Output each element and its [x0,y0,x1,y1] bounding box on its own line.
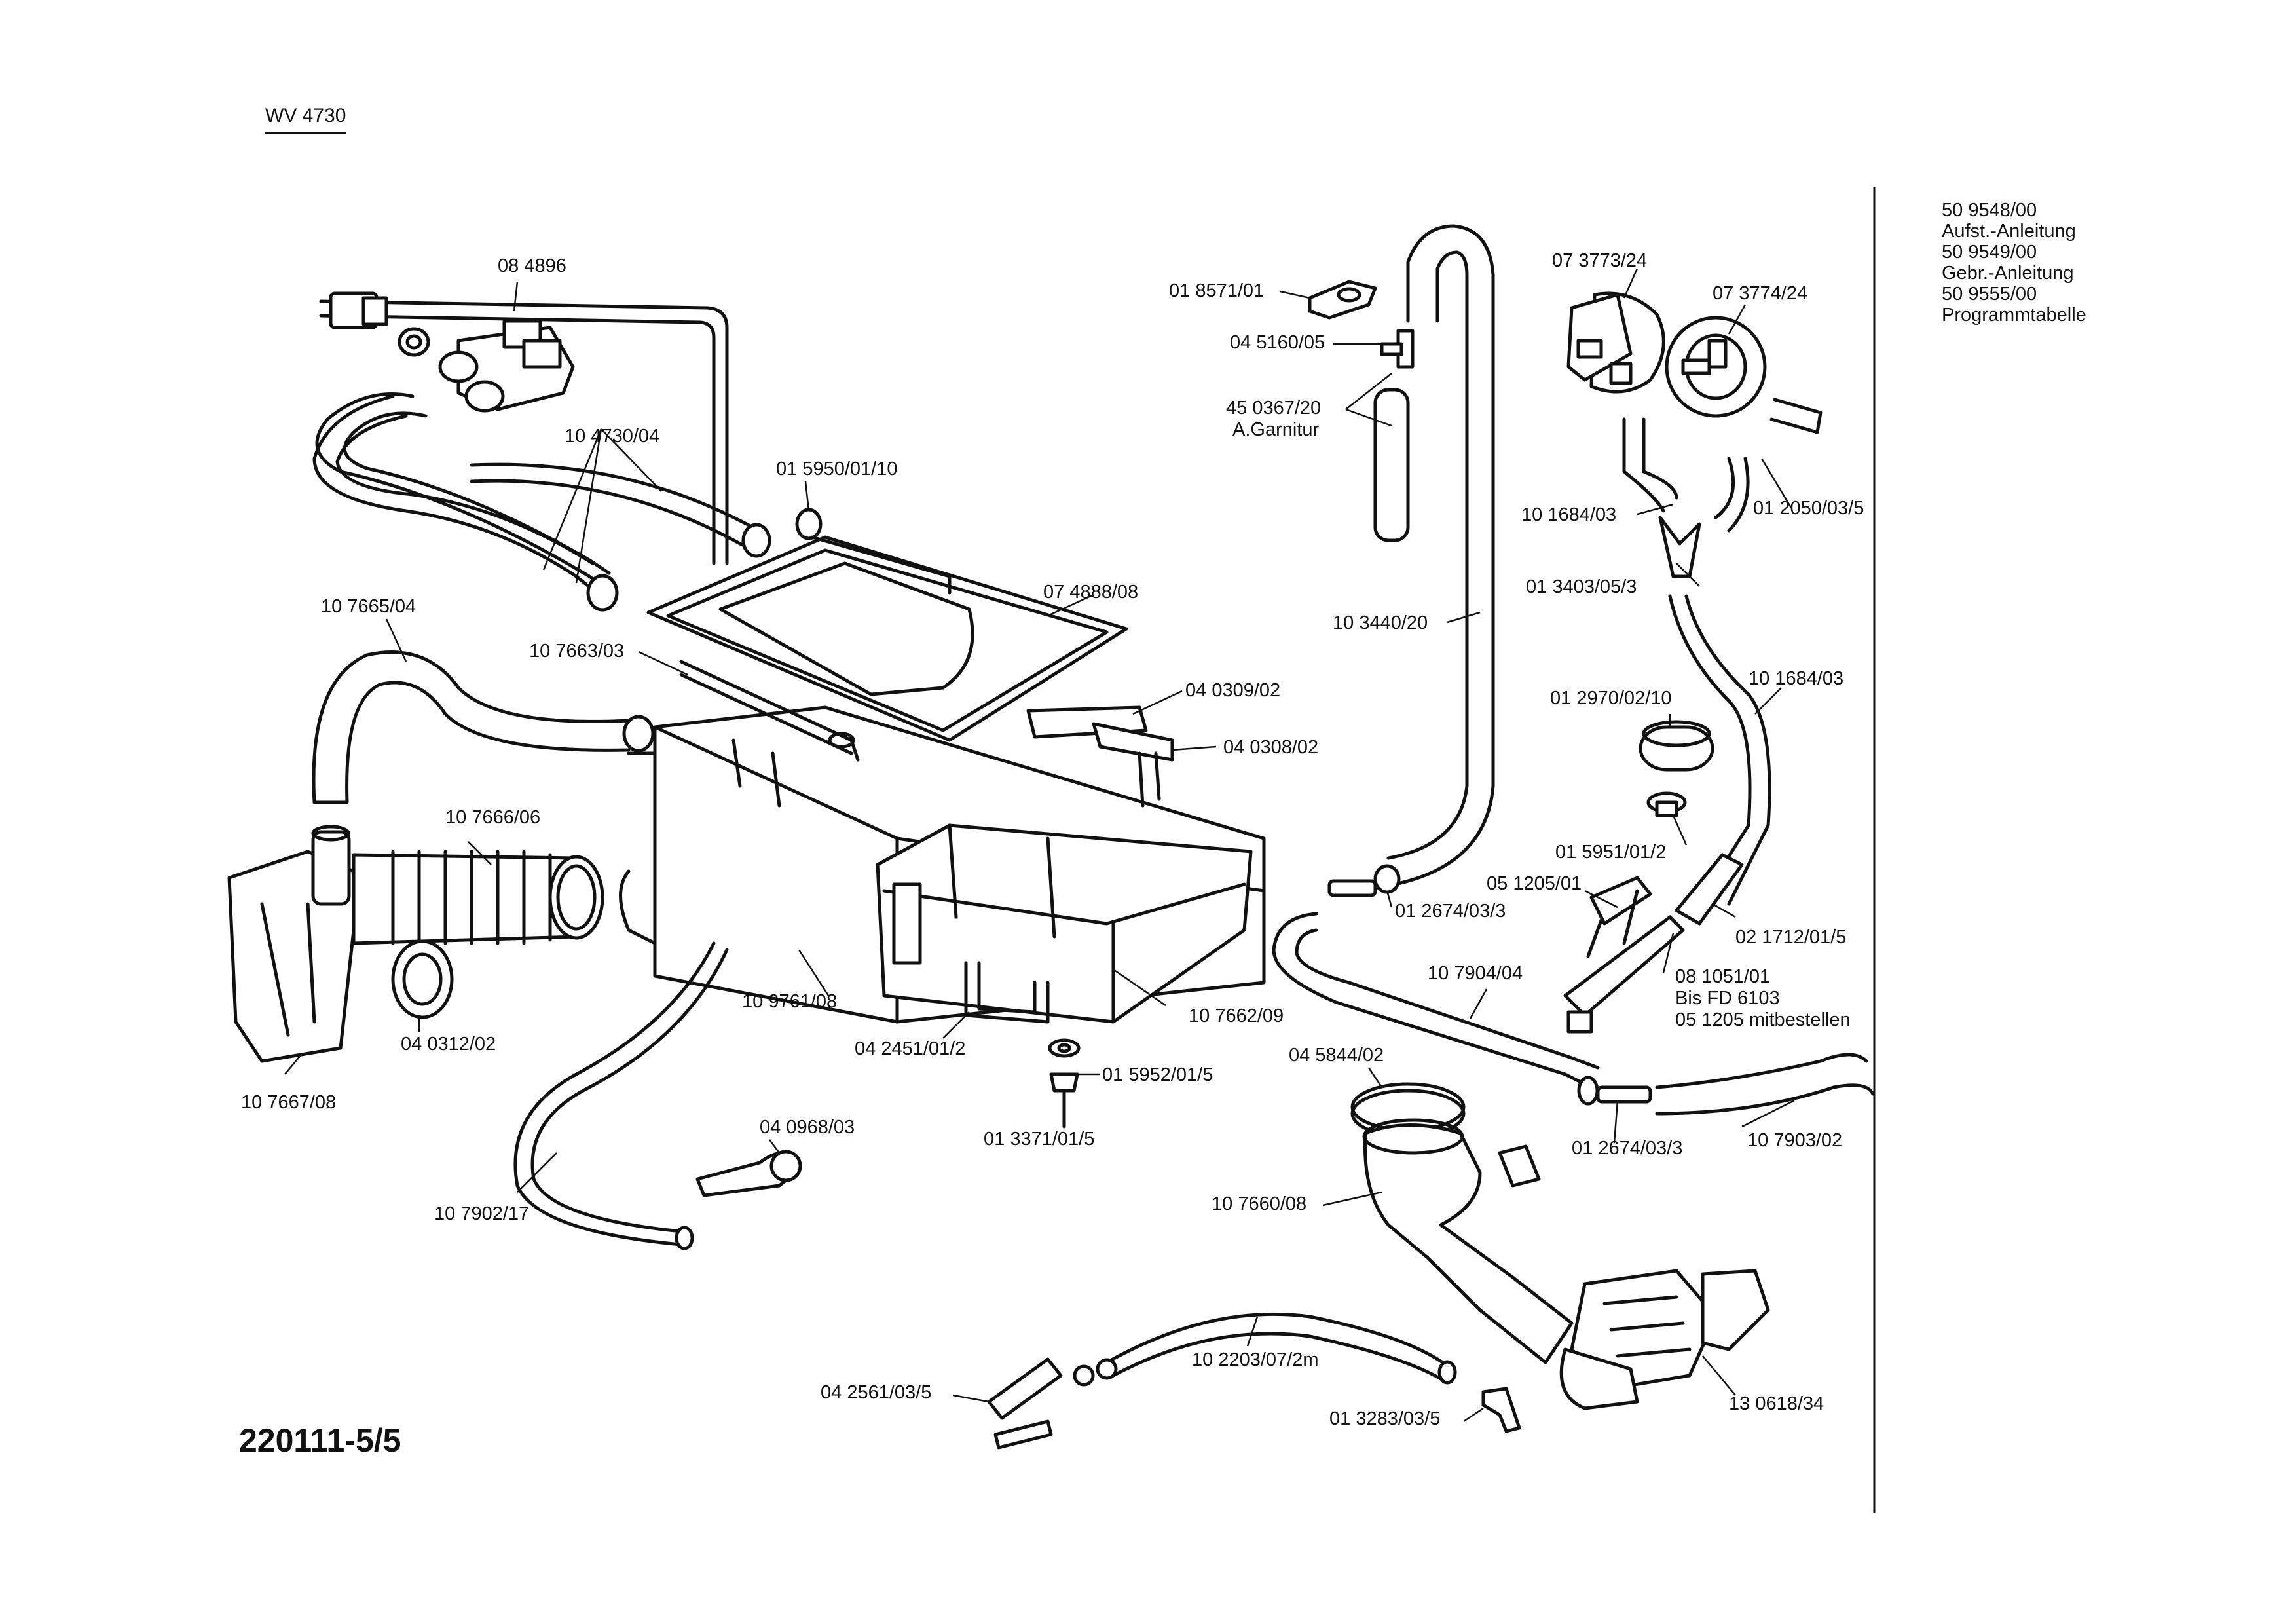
part-label: 01 2970/02/10 [1550,688,1672,709]
part-label: 01 5950/01/10 [776,459,898,479]
part-label: 10 7667/08 [241,1092,337,1113]
doc-part-number: 50 9555/00 [1942,284,2037,305]
part-label: 10 9761/08 [742,991,838,1012]
holder-018571 [1308,280,1377,320]
part-label: 07 3774/24 [1713,283,1808,304]
hose-107902 [513,941,729,1250]
part-label: 04 2561/03/5 [821,1382,932,1403]
part-label: 04 5844/02 [1289,1045,1384,1066]
hose-042451 [964,961,1050,1024]
cap-015950 [795,508,823,540]
part-label: 10 3440/20 [1333,612,1428,633]
leader-lines [284,268,1795,1423]
part-label: 10 7666/06 [445,807,541,828]
part-label: A.Garnitur [1232,419,1320,440]
hose-450367 [1373,388,1410,542]
solenoid-valve-084896 [398,319,575,413]
hose-042561 [987,1357,1095,1450]
part-label: 10 7904/04 [1428,963,1523,984]
part-label: 05 1205/01 [1487,873,1582,894]
part-label: 01 3371/01/5 [984,1129,1095,1150]
document-number: 220111-5/5 [239,1422,401,1459]
drain-pump-130618 [1559,1269,1770,1410]
part-label: Bis FD 6103 [1675,988,1780,1009]
elbow-040968 [695,1150,802,1197]
part-label: 01 3283/03/5 [1329,1408,1441,1429]
hoses-101684 [1622,417,1771,906]
water-inlet-pipe [319,291,729,565]
part-label: 10 2203/07/2m [1192,1349,1319,1370]
screw-013371 [1048,1038,1081,1129]
pressure-switch-073774 [1665,316,1767,418]
y-piece-013403 [1658,516,1701,578]
part-label: 10 4730/04 [565,426,660,447]
elbow-013283 [1481,1387,1521,1433]
part-label: 05 1205 mitbestellen [1675,1009,1851,1030]
doc-description: Aufst.-Anleitung [1942,221,2076,242]
part-label: 10 7663/03 [529,641,625,662]
sump-hose-107660 [1362,1118,1574,1364]
hose-107904 [1272,912,1600,1089]
doc-description: Gebr.-Anleitung [1942,263,2074,284]
part-label: 01 2674/03/3 [1395,901,1506,922]
sensor-081051 [1563,915,1685,1034]
damper-012970 [1639,720,1714,772]
hose-021712 [1675,853,1744,926]
part-label: 10 1684/03 [1749,668,1844,689]
part-label: 10 7665/04 [321,596,417,617]
tee-045160 [1380,329,1415,369]
doc-part-number: 50 9548/00 [1942,200,2037,221]
elbow-107667 [227,825,356,1063]
part-label: 01 2050/03/5 [1753,498,1864,519]
part-label: 07 3773/24 [1552,250,1648,271]
dispenser-drawer-107662 [876,823,1253,1024]
seal-ring-040312 [391,939,454,1019]
part-label: 07 4888/08 [1043,582,1139,603]
connector-012674b [1577,1076,1652,1106]
part-label: 10 1684/03 [1521,504,1617,525]
hose-107665 [312,650,655,804]
doc-part-number: 50 9549/00 [1942,242,2037,263]
part-label: 01 8571/01 [1169,280,1265,301]
hoses-104730 [312,392,771,612]
part-label: 08 1051/01 [1675,966,1771,987]
part-label: 04 0312/02 [401,1034,496,1055]
side-document-list: 50 9548/00 Aufst.-Anleitung 50 9549/00 G… [1942,200,2086,326]
part-label: 10 7903/02 [1747,1130,1843,1151]
hose-102203 [1096,1312,1457,1385]
part-label: 04 2451/01/2 [855,1038,966,1059]
part-label: 08 4896 [498,255,566,276]
part-label: 13 0618/34 [1729,1393,1824,1414]
hose-107903 [1655,1053,1875,1116]
part-label: 10 7902/17 [434,1203,530,1224]
part-label: 04 0968/03 [760,1117,855,1138]
hose-103440 [1386,224,1495,886]
part-label: 45 0367/20 [1226,398,1322,419]
part-label: 01 3403/05/3 [1526,576,1637,597]
clamp-051205 [1586,876,1652,958]
part-label: 04 5160/05 [1230,332,1325,353]
clip-012050 [1769,398,1823,434]
part-label: 10 7660/08 [1212,1193,1307,1214]
drawer-frame-107663 [679,660,860,808]
damper-015951 [1646,791,1687,817]
part-label: 02 1712/01/5 [1735,927,1847,948]
part-label: 01 2674/03/3 [1572,1138,1683,1159]
connector-012674a [1327,864,1401,897]
bellows-107666 [352,850,604,945]
part-label: 01 5952/01/5 [1102,1064,1213,1085]
part-label: 01 5951/01/2 [1555,842,1667,863]
part-label: 04 0308/02 [1223,737,1319,758]
pressure-switch-073773 [1566,291,1665,394]
drawer-lid-074888 [646,535,1128,742]
clip-040308 [1092,722,1174,808]
model-label: WV 4730 [265,105,346,134]
doc-description: Programmtabelle [1942,305,2086,326]
part-label: 04 0309/02 [1185,680,1281,701]
part-label: 10 7662/09 [1189,1005,1284,1026]
